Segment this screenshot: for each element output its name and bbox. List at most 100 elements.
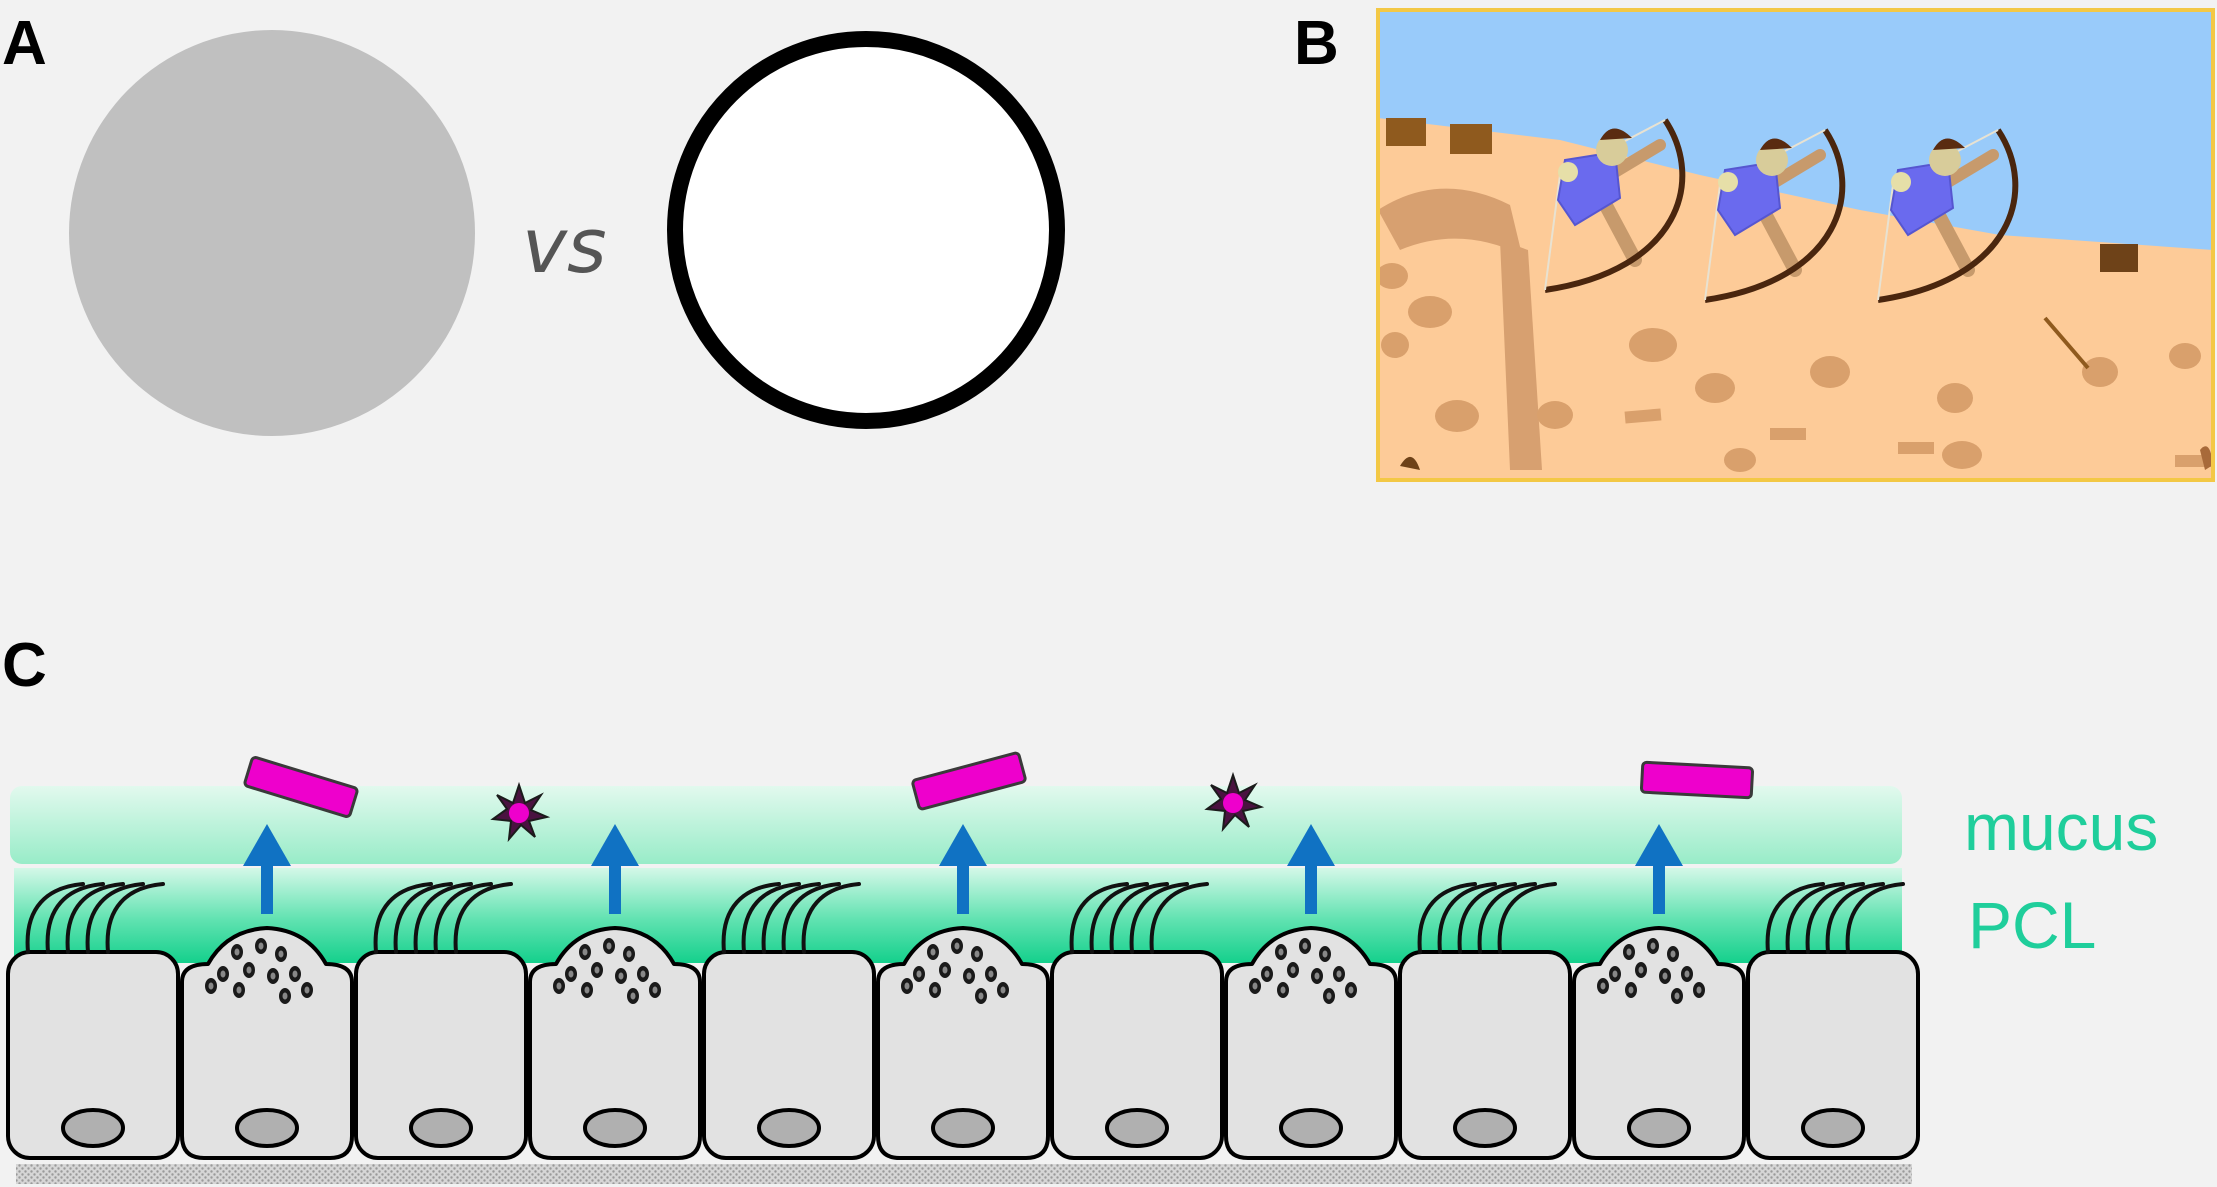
pcl-label: PCL xyxy=(1968,888,2096,962)
cilium xyxy=(741,882,801,954)
granule-core xyxy=(584,986,590,994)
cilium xyxy=(1129,882,1189,954)
panel-label-a: A xyxy=(2,9,47,78)
cilium xyxy=(453,882,513,954)
secretion-arrow-head xyxy=(243,824,291,866)
granule-core xyxy=(1000,986,1006,994)
granule-core xyxy=(234,948,240,956)
goblet-cell xyxy=(528,824,702,1160)
panel-label-b: B xyxy=(1294,9,1339,78)
granule-core xyxy=(954,942,960,950)
granule-core xyxy=(652,986,658,994)
cell-body xyxy=(1398,950,1572,1160)
cilium xyxy=(761,882,821,954)
cell-body xyxy=(6,950,180,1160)
cilium xyxy=(1785,882,1845,954)
granule-core xyxy=(1670,950,1676,958)
granule-core xyxy=(974,950,980,958)
granule-core xyxy=(1290,966,1296,974)
cilium xyxy=(1845,882,1905,954)
nucleus xyxy=(757,1108,821,1148)
granule-core xyxy=(1626,948,1632,956)
granule-core xyxy=(1314,972,1320,980)
ciliated-cell xyxy=(1398,882,1572,1160)
cilium xyxy=(373,882,433,954)
cilium xyxy=(65,882,125,954)
granule-core xyxy=(1252,982,1258,990)
cilium xyxy=(1089,882,1149,954)
cilium xyxy=(1149,882,1209,954)
outlined-white-circle xyxy=(667,31,1065,429)
arrow xyxy=(2043,316,2090,370)
filled-gray-circle xyxy=(69,30,475,436)
granule-core xyxy=(1264,970,1270,978)
goblet-cell xyxy=(180,824,354,1160)
granule-core xyxy=(1684,970,1690,978)
granule-core xyxy=(594,966,600,974)
nucleus xyxy=(1453,1108,1517,1148)
goblet-cell xyxy=(876,824,1050,1160)
granule-core xyxy=(978,992,984,1000)
cilium xyxy=(1497,882,1557,954)
granule-core xyxy=(236,986,242,994)
ciliated-cell xyxy=(6,882,180,1160)
rod-particle xyxy=(911,751,1027,811)
granule-core xyxy=(1336,970,1342,978)
granule-core xyxy=(270,972,276,980)
cilium xyxy=(1825,882,1885,954)
nucleus xyxy=(1279,1108,1343,1148)
granule-core xyxy=(640,970,646,978)
granule-core xyxy=(582,948,588,956)
granule-core xyxy=(630,992,636,1000)
cilium xyxy=(1457,882,1517,954)
granule-core xyxy=(1612,970,1618,978)
cilium xyxy=(1805,882,1865,954)
cilium xyxy=(25,882,85,954)
cilium xyxy=(721,882,781,954)
cilium xyxy=(1477,882,1537,954)
star-particle xyxy=(1204,771,1265,833)
mucus-layer xyxy=(10,786,1902,864)
nucleus xyxy=(1627,1108,1691,1148)
secretion-arrow-head xyxy=(1287,824,1335,866)
granule-core xyxy=(932,986,938,994)
vs-label: vs xyxy=(522,201,607,290)
granule-core xyxy=(942,966,948,974)
granule-core xyxy=(1348,986,1354,994)
granule-core xyxy=(1696,986,1702,994)
secretion-arrow-head xyxy=(591,824,639,866)
secretion-arrow-head xyxy=(939,824,987,866)
panel-a: vs xyxy=(69,30,1065,436)
cilium xyxy=(1417,882,1477,954)
cilium xyxy=(1069,882,1129,954)
panel-c-airway-diagram: mucus PCL xyxy=(6,751,2158,1184)
granule-core xyxy=(258,942,264,950)
granule-core xyxy=(278,950,284,958)
ciliated-cell xyxy=(354,882,528,1160)
granule-core xyxy=(246,966,252,974)
nucleus xyxy=(1105,1108,1169,1148)
granule-core xyxy=(568,970,574,978)
rod-particle xyxy=(1639,760,1755,800)
granule-core xyxy=(904,982,910,990)
nucleus xyxy=(61,1108,125,1148)
cilium xyxy=(105,882,165,954)
star-particle xyxy=(490,781,551,843)
nucleus xyxy=(583,1108,647,1148)
granule-core xyxy=(916,970,922,978)
granule-core xyxy=(292,970,298,978)
granule-core xyxy=(626,950,632,958)
granule-core xyxy=(966,972,972,980)
basement-membrane xyxy=(16,1164,1912,1184)
panel-b-castle-scene xyxy=(1376,8,2215,482)
cilium xyxy=(1109,882,1169,954)
granule-core xyxy=(1326,992,1332,1000)
cilium xyxy=(45,882,105,954)
granule-core xyxy=(988,970,994,978)
granule-core xyxy=(1280,986,1286,994)
cilium xyxy=(1437,882,1497,954)
ciliated-cell xyxy=(1746,882,1920,1160)
nucleus xyxy=(235,1108,299,1148)
granule-core xyxy=(1662,972,1668,980)
cilium xyxy=(433,882,493,954)
